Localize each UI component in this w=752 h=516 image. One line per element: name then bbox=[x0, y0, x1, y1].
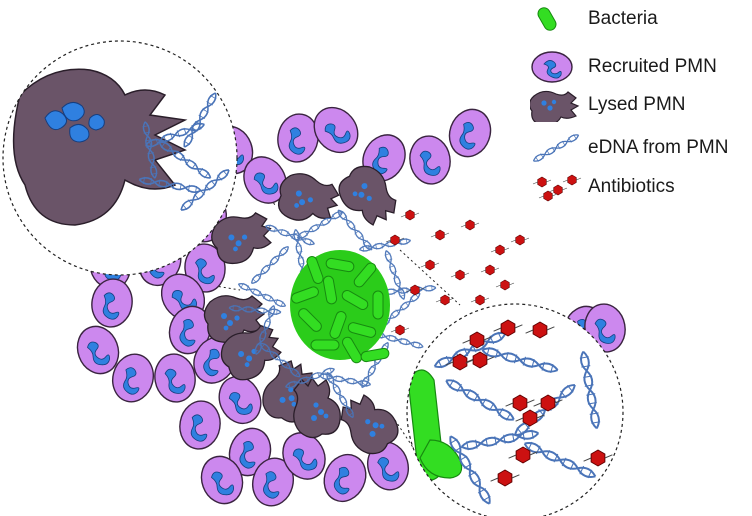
legend-item-recruited-pmn: Recruited PMN bbox=[530, 50, 717, 84]
legend-label-recruited-pmn: Recruited PMN bbox=[588, 56, 717, 77]
legend-item-lysed-pmn: Lysed PMN bbox=[530, 88, 686, 122]
legend-item-bacteria: Bacteria bbox=[530, 2, 658, 36]
lysed-pmn-icon bbox=[530, 90, 580, 122]
bacteria-icon bbox=[537, 7, 557, 31]
legend-item-edna: eDNA from PMN bbox=[530, 131, 728, 165]
legend-item-antibiotics: Antibiotics bbox=[530, 170, 675, 204]
recruited-pmn-icon bbox=[531, 51, 573, 83]
legend-label-lysed-pmn: Lysed PMN bbox=[588, 94, 686, 115]
antibiotics-icon bbox=[532, 174, 582, 202]
legend-label-bacteria: Bacteria bbox=[588, 8, 658, 29]
legend-label-edna: eDNA from PMN bbox=[588, 137, 729, 158]
bacteria-biofilm bbox=[289, 250, 391, 366]
legend-label-antibiotics: Antibiotics bbox=[588, 176, 675, 197]
zoom-circle-edna-antibiotics bbox=[406, 303, 624, 516]
edna-icon bbox=[532, 134, 580, 162]
zoom-circle-lysed-pmn bbox=[2, 40, 238, 276]
